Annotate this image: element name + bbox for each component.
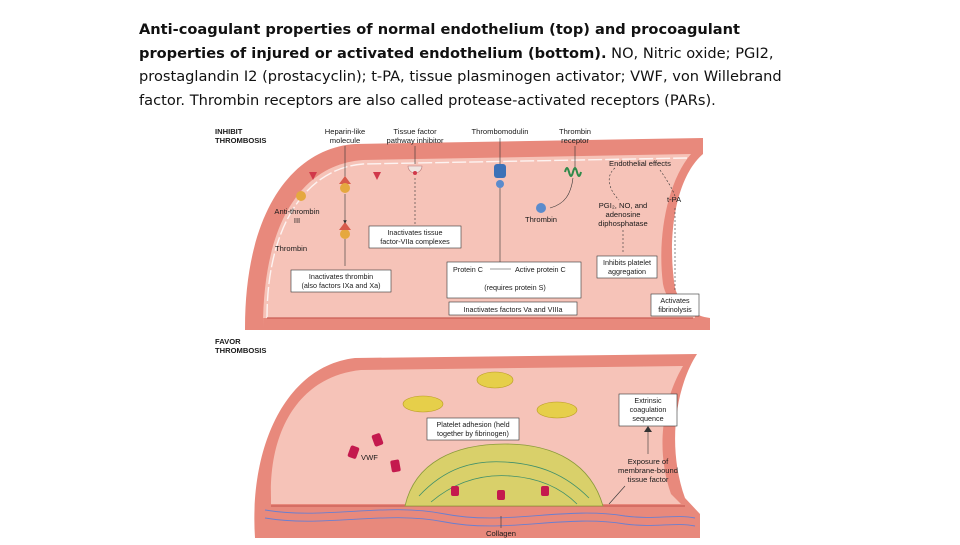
antithrombin-label-2: III [294,216,300,225]
inhibits-platelet-line2: aggregation [608,267,646,276]
thrombin-left-icon [340,229,350,239]
inactivates-va-label: Inactivates factors Va and VIIIa [464,305,563,314]
platelet-adhesion-line1: Platelet adhesion (held [436,420,509,429]
platelet-adhesion-box: Platelet adhesion (held together by fibr… [426,417,520,441]
tfpi-label-1: Tissue factor [393,127,437,136]
top-heading-line2: THROMBOSIS [215,136,266,145]
thrombomodulin-icon [494,138,506,188]
vwf-icon [347,433,401,473]
extrinsic-line1: Extrinsic [634,396,662,405]
heparin-label-2: molecule [330,136,360,145]
thrombin-mid-icon [536,203,546,213]
thrombin-receptor-icon [564,146,582,177]
heparin-like-molecule-icon [339,146,351,193]
protein-c-box: Protein C Active protein C (requires pro… [446,261,582,299]
inactivates-tf-line1: Inactivates tissue [387,228,442,237]
inhibits-platelet-line1: Inhibits platelet [603,258,651,267]
inactivates-thrombin-line2: (also factors IXa and Xa) [301,281,380,290]
endothelial-effects-label: Endothelial effects [609,159,671,168]
heparin-label-1: Heparin-like [325,127,366,136]
collagen-layer [264,509,696,519]
inhibits-platelet-box: Inhibits platelet aggregation [596,255,658,279]
top-heading-line1: INHIBIT [215,127,243,136]
collagen-label: Collagen [486,529,516,538]
pgi2-label-3: diphosphatase [598,219,647,228]
vwf-label: VWF [361,453,378,462]
thrombin-mid-label: Thrombin [525,215,557,224]
exposure-label-3: tissue factor [628,475,669,484]
bottom-heading-line2: THROMBOSIS [215,346,266,355]
red-triangle-icon [309,172,381,180]
inactivates-thrombin-line1: Inactivates thrombin [309,272,373,281]
activates-fib-line1: Activates [660,296,690,305]
extrinsic-line2: coagulation [630,405,667,414]
thrombomodulin-label: Thrombomodulin [472,127,529,136]
pgi2-label-2: adenosine [605,210,640,219]
inactivates-tf-box: Inactivates tissue factor-VIIa complexes [368,225,462,249]
platelet-adhesion-line2: together by fibrinogen) [437,429,509,438]
inactivates-va-box: Inactivates factors Va and VIIIa [448,301,578,316]
figure-caption: Anti-coagulant properties of normal endo… [139,18,819,112]
extrinsic-coagulation-box: Extrinsic coagulation sequence [618,393,678,427]
pgi2-label-1: PGI₂, NO, and [599,201,648,210]
endothelium-diagram: INHIBIT THROMBOSIS Heparin-like molecule… [205,118,725,540]
inactivates-tf-line2: factor-VIIa complexes [380,237,450,246]
requires-protein-s-label: (requires protein S) [484,283,546,292]
protein-c-label: Protein C [453,265,483,274]
activates-fib-line2: fibrinolysis [658,305,692,314]
antithrombin-label-1: Anti-thrombin [274,207,319,216]
tpa-label: t-PA [667,195,682,204]
inactivates-thrombin-box: Inactivates thrombin (also factors IXa a… [290,269,392,293]
thrombin-receptor-label-2: receptor [561,136,589,145]
activates-fibrinolysis-box: Activates fibrinolysis [650,293,700,317]
thrombin-left-label: Thrombin [275,244,307,253]
tfpi-label-2: pathway inhibitor [387,136,444,145]
thrombin-receptor-label-1: Thrombin [559,127,591,136]
caption-bold: Anti-coagulant properties of normal endo… [139,21,741,62]
extrinsic-line3: sequence [632,414,663,423]
bottom-heading-line1: FAVOR [215,337,241,346]
exposure-label-1: Exposure of [628,457,669,466]
active-protein-c-label: Active protein C [515,265,566,274]
platelet-aggregate [404,443,604,507]
exposure-label-2: membrane-bound [618,466,678,475]
tfpi-icon [407,146,423,175]
platelet-icon [402,371,578,419]
caption-rest: NO, Nitric oxide; PGI2, prostaglandin I2… [139,44,782,109]
antithrombin-icon [296,191,306,201]
